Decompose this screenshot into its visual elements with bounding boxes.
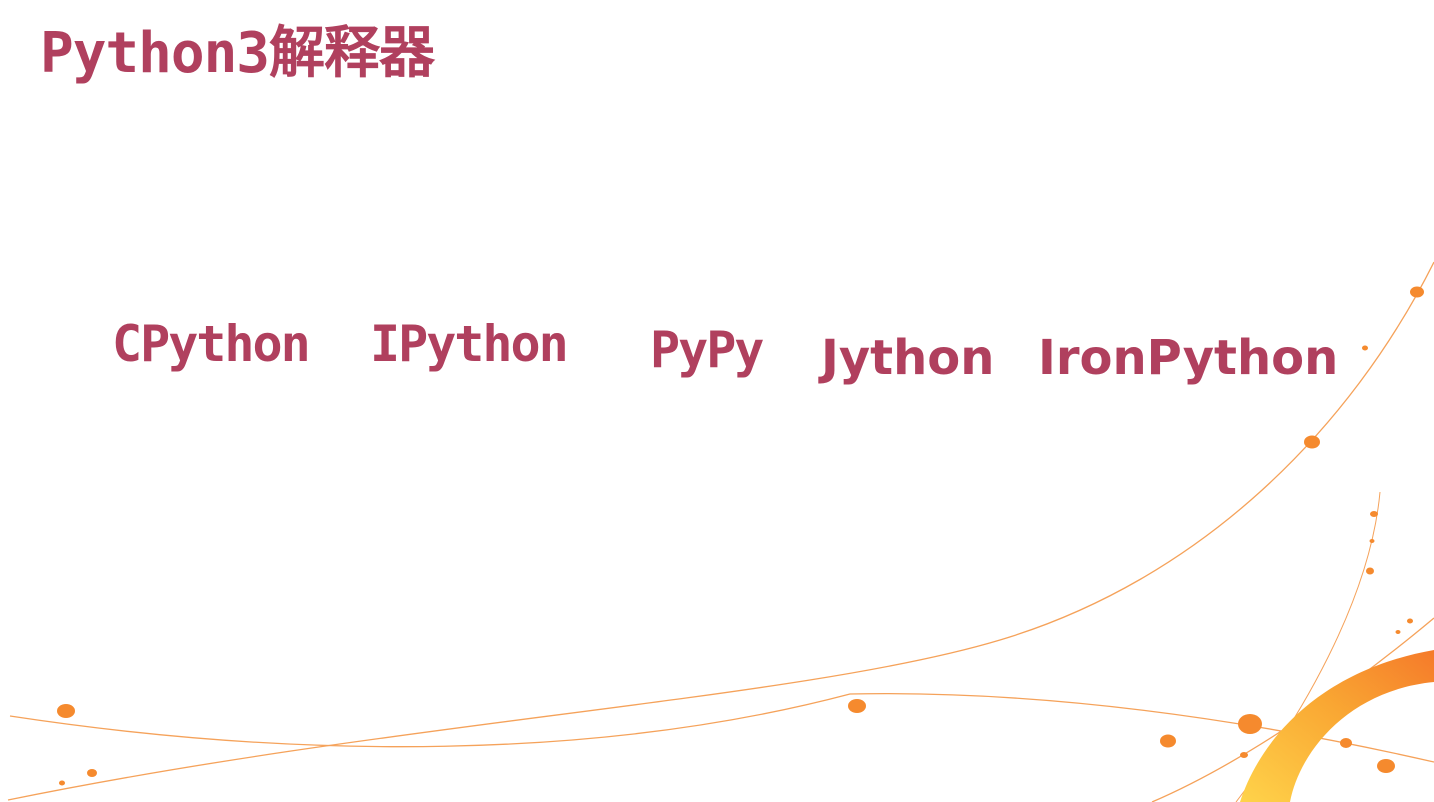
dot [1366,567,1374,575]
dot [1407,618,1413,624]
swirl-line-main [7,261,1434,801]
dot [59,780,65,786]
dot [57,704,75,718]
dot [87,769,97,777]
dot [1377,759,1395,773]
dot [1238,714,1262,734]
interpreter-jython: Jython [821,330,995,386]
orange-arc-ribbon [1240,650,1434,802]
interpreter-ironpython: IronPython [1038,330,1339,386]
interpreter-cpython: CPython [112,315,311,373]
interpreter-ipython: IPython [370,315,569,373]
dot [1240,752,1248,758]
dot [1362,345,1368,351]
dot [1370,511,1378,517]
interpreter-pypy: PyPy [650,321,764,379]
dot [1369,539,1375,543]
dot [1410,286,1424,298]
dot [1395,630,1401,634]
dot [1340,738,1352,748]
dot [1160,734,1176,748]
swirl-line-lower [9,693,1434,763]
slide-title: Python3解释器 [40,21,435,86]
dot [1304,435,1320,449]
dot [848,699,866,713]
